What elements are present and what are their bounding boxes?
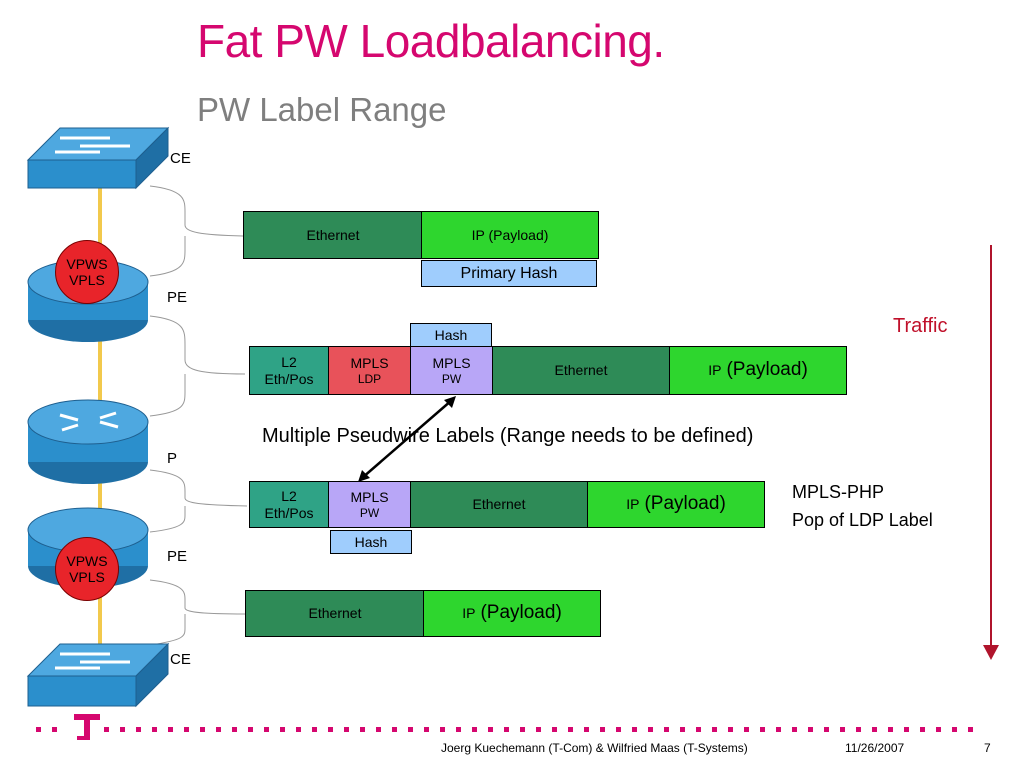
ldp-text: LDP [357, 371, 382, 386]
frame1-ip-label: IP (Payload) [471, 226, 549, 243]
ip-prefix: IP [462, 605, 476, 622]
frame2-mpls-pw: MPLS PW [410, 346, 493, 395]
p-label: P [167, 450, 178, 467]
page-title: Fat PW Loadbalancing. [197, 15, 665, 67]
vpws-text: VPWS [66, 552, 108, 569]
telekom-dotted-bar [36, 727, 973, 732]
frame2-ethernet-label: Ethernet [554, 362, 608, 379]
frame4-ip: IP (Payload) [423, 590, 601, 637]
frame3-hash: Hash [330, 530, 412, 554]
traffic-label: Traffic [893, 315, 948, 337]
pe-top-label: PE [167, 289, 188, 306]
eth-pos-text: Eth/Pos [264, 504, 314, 521]
l2-text: L2 [281, 353, 297, 370]
frame2-l2: L2 Eth/Pos [249, 346, 329, 395]
page-subtitle: PW Label Range [197, 91, 447, 128]
brace-lines [149, 185, 248, 646]
footer-page-number: 7 [984, 741, 991, 755]
php-line1: MPLS-PHP [792, 482, 885, 502]
pw-labels-note: Multiple Pseudwire Labels (Range needs t… [262, 425, 754, 447]
ce-top-label: CE [170, 150, 191, 167]
frame2-hash: Hash [410, 323, 492, 347]
switch-icon [26, 642, 170, 708]
mpls-text: MPLS [432, 354, 471, 371]
frame3-mpls-pw: MPLS PW [328, 481, 411, 528]
frame1-ethernet: Ethernet [243, 211, 423, 259]
vpls-text: VPLS [69, 569, 105, 585]
vpws-vpls-badge: VPWS VPLS [55, 240, 119, 304]
footer-date: 11/26/2007 [845, 741, 905, 755]
ce-bottom-label: CE [170, 651, 191, 668]
mpls-text: MPLS [350, 488, 389, 505]
frame3-ethernet: Ethernet [410, 481, 588, 528]
pe-bottom-label: PE [167, 548, 188, 565]
frame1-primary-hash: Primary Hash [421, 260, 597, 287]
frame2-ip: IP (Payload) [669, 346, 847, 395]
frame4-ethernet: Ethernet [245, 590, 425, 637]
pw-arrow [358, 396, 456, 482]
l2-text: L2 [281, 487, 297, 504]
ip-prefix: IP [626, 496, 640, 513]
mpls-text: MPLS [350, 354, 389, 371]
frame1-ethernet-label: Ethernet [306, 226, 360, 243]
frame3-ip: IP (Payload) [587, 481, 765, 528]
frame2-hash-label: Hash [434, 326, 468, 343]
frame2-ethernet: Ethernet [492, 346, 670, 395]
frame4-ethernet-label: Ethernet [308, 605, 362, 622]
pw-text: PW [359, 505, 380, 520]
ip-prefix: IP [708, 362, 722, 379]
payload-text: (Payload) [480, 602, 562, 624]
payload-text: (Payload) [644, 493, 726, 515]
frame3-l2: L2 Eth/Pos [249, 481, 329, 528]
vpws-text: VPWS [66, 255, 108, 272]
frame1-hash-label: Primary Hash [460, 264, 558, 282]
frame3-hash-label: Hash [354, 533, 388, 550]
switch-icon [26, 126, 170, 190]
footer-authors: Joerg Kuechemann (T-Com) & Wilfried Maas… [441, 741, 748, 755]
frame2-mpls-ldp: MPLS LDP [328, 346, 411, 395]
frame1-ip: IP (Payload) [421, 211, 599, 259]
eth-pos-text: Eth/Pos [264, 370, 314, 387]
telekom-t-logo [74, 714, 100, 740]
router-icon [27, 399, 149, 484]
vpws-vpls-badge: VPWS VPLS [55, 537, 119, 601]
frame3-ethernet-label: Ethernet [472, 496, 526, 513]
pw-text: PW [441, 371, 462, 386]
traffic-arrow [983, 245, 999, 660]
php-note: MPLS-PHP Pop of LDP Label [792, 479, 933, 535]
php-line2: Pop of LDP Label [792, 509, 933, 530]
vpls-text: VPLS [69, 272, 105, 288]
payload-text: (Payload) [726, 359, 808, 381]
